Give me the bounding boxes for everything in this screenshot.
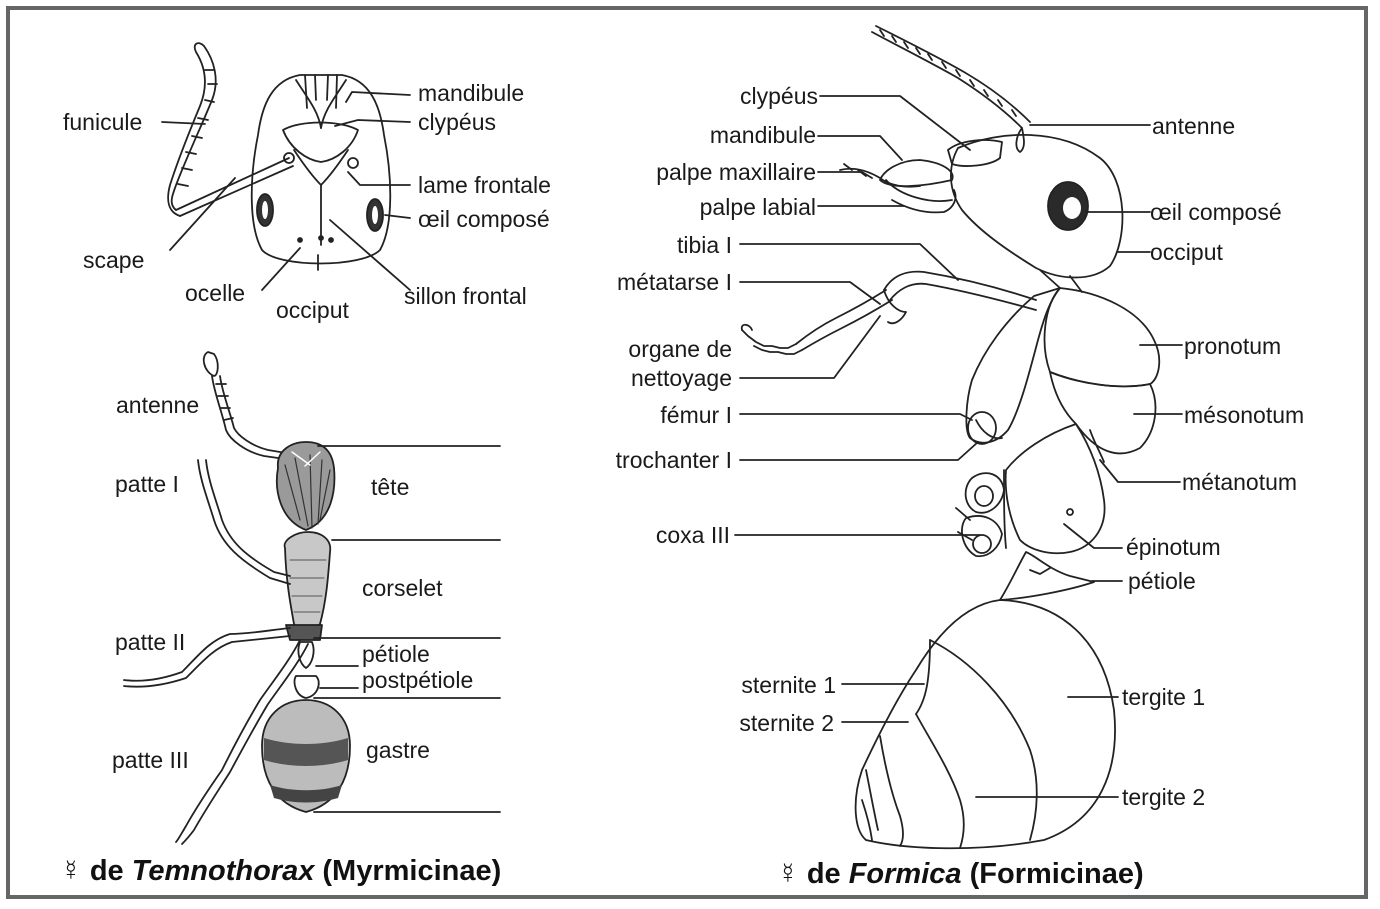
worker-symbol-icon: ☿ [777, 858, 799, 890]
label-tete: tête [371, 476, 409, 499]
label-organe-2: nettoyage [631, 367, 732, 390]
label-patte-1: patte I [115, 473, 179, 496]
label-patte-2: patte II [115, 631, 185, 654]
caption-formica: ☿ de Formica (Formicinae) [777, 858, 1144, 891]
label-oeil-compose-head: œil composé [418, 208, 550, 231]
label-tergite-2: tergite 2 [1122, 786, 1205, 809]
label-patte-3: patte III [112, 749, 189, 772]
label-antenne-formica: antenne [1152, 115, 1235, 138]
label-palpe-maxillaire: palpe maxillaire [656, 161, 816, 184]
label-epinotum: épinotum [1126, 536, 1221, 559]
caption-temnothorax: ☿ de Temnothorax (Myrmicinae) [60, 855, 501, 888]
label-mesonotum: mésonotum [1184, 404, 1304, 427]
label-gastre: gastre [366, 739, 430, 762]
label-occiput-head: occiput [276, 299, 349, 322]
label-antenne-body: antenne [116, 394, 199, 417]
label-scape: scape [83, 249, 144, 272]
label-metanotum: métanotum [1182, 471, 1297, 494]
label-pronotum: pronotum [1184, 335, 1281, 358]
label-tibia: tibia I [677, 234, 732, 257]
label-sternite-2: sternite 2 [739, 712, 834, 735]
label-tergite-1: tergite 1 [1122, 686, 1205, 709]
label-clypeus-head: clypéus [418, 111, 496, 134]
genus-temnothorax: Temnothorax [132, 855, 315, 887]
label-sillon-frontal: sillon frontal [404, 285, 527, 308]
label-corselet: corselet [362, 577, 443, 600]
label-palpe-labial: palpe labial [700, 196, 816, 219]
label-petiole-body: pétiole [362, 643, 430, 666]
label-postpetiole: postpétiole [362, 669, 473, 692]
label-femur: fémur I [660, 404, 732, 427]
label-clypeus-formica: clypéus [740, 85, 818, 108]
label-occiput-formica: occiput [1150, 241, 1223, 264]
label-sternite-1: sternite 1 [741, 674, 836, 697]
label-organe-1: organe de [628, 338, 732, 361]
label-petiole-formica: pétiole [1128, 570, 1196, 593]
label-funicule: funicule [63, 111, 142, 134]
label-metatarse: métatarse I [617, 271, 732, 294]
label-ocelle: ocelle [185, 282, 245, 305]
label-lame-frontale: lame frontale [418, 174, 551, 197]
label-coxa: coxa III [656, 524, 730, 547]
genus-formica: Formica [849, 858, 962, 890]
label-oeil-compose-formica: œil composé [1150, 201, 1282, 224]
label-mandibule-formica: mandibule [710, 124, 816, 147]
temnothorax-head-drawing [162, 43, 410, 290]
label-mandibule-head: mandibule [418, 82, 524, 105]
worker-symbol-icon: ☿ [60, 855, 82, 887]
label-trochanter: trochanter I [616, 449, 732, 472]
